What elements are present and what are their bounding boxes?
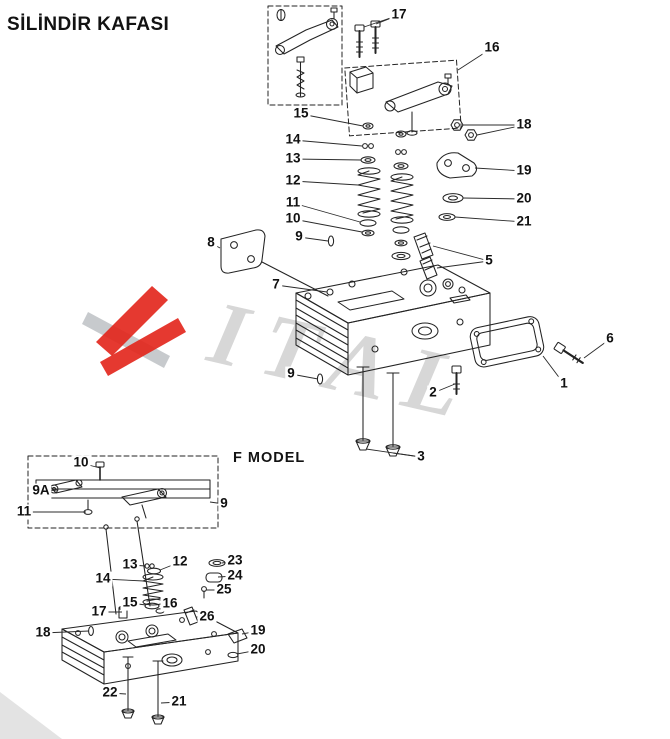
valves [355, 366, 401, 457]
part-callout-19: 19 [248, 622, 268, 639]
fmodel-side-parts [227, 628, 248, 659]
part-callout-24: 24 [225, 567, 245, 584]
leader-line [292, 218, 363, 233]
leader-line [454, 216, 525, 223]
part-callout-13: 13 [283, 150, 303, 167]
part-callout-8: 8 [205, 234, 217, 251]
part-callout-18: 18 [33, 624, 53, 641]
part-callout-14: 14 [283, 131, 303, 148]
side-cover [436, 152, 478, 179]
part-callout-14: 14 [93, 570, 113, 587]
part-callout-2: 2 [427, 384, 439, 401]
part-callout-9a: 9A [30, 482, 52, 499]
part-callout-10: 10 [71, 454, 91, 471]
gasket-bolt [553, 341, 584, 364]
part-callout-16: 16 [482, 39, 502, 56]
page-title: SİLİNDİR KAFASI [7, 14, 170, 35]
cylinder-head [295, 264, 491, 376]
fmodel-rocker-assembly [27, 455, 219, 529]
part-callout-23: 23 [225, 552, 245, 569]
part-callout-13: 13 [120, 556, 140, 573]
part-callout-9: 9 [218, 495, 230, 512]
part-callout-12: 12 [170, 553, 190, 570]
part-callout-9: 9 [285, 365, 297, 382]
leader-line [436, 260, 490, 269]
part-callout-20: 20 [514, 190, 534, 207]
part-callout-25: 25 [214, 581, 234, 598]
part-callout-15: 15 [120, 594, 140, 611]
part-callout-20: 20 [248, 641, 268, 658]
leader-line [292, 158, 362, 161]
part-callout-7: 7 [270, 276, 282, 293]
part-callout-6: 6 [604, 330, 616, 347]
leader-line [275, 284, 328, 293]
part-callout-26: 26 [197, 608, 217, 625]
part-callout-5: 5 [483, 252, 495, 269]
watermark-logo [96, 286, 168, 356]
valve-stem-stud-upper [327, 235, 335, 247]
part-callout-10: 10 [283, 210, 303, 227]
leader-line [292, 202, 361, 223]
watermark-corner [0, 692, 62, 739]
leader-line [432, 245, 490, 262]
part-callout-16: 16 [160, 595, 180, 612]
leader-line [300, 113, 364, 127]
valve-guides [413, 232, 438, 280]
part-callout-9: 9 [293, 228, 305, 245]
part-callout-11: 11 [14, 503, 34, 520]
rocker-nuts [450, 119, 478, 141]
fmodel-valves [121, 656, 165, 725]
watermark-logo-2 [100, 318, 186, 376]
fmodel-pushrods [103, 516, 151, 615]
part-callout-21: 21 [514, 213, 534, 230]
part-callout-18: 18 [514, 116, 534, 133]
leader-line [462, 197, 525, 200]
leader-line [292, 139, 363, 147]
part-callout-12: 12 [283, 172, 303, 189]
leader-line [292, 180, 359, 186]
valve-train-right [390, 130, 414, 261]
rocker-assembly-exhaust [267, 5, 343, 106]
part-callout-19: 19 [514, 162, 534, 179]
part-callout-17: 17 [89, 603, 109, 620]
fmodel-section-label: F MODEL [233, 450, 306, 466]
valve-train-left [357, 122, 381, 237]
part-callout-22: 22 [100, 684, 120, 701]
part-callout-1: 1 [558, 375, 570, 392]
part-callout-21: 21 [169, 693, 189, 710]
rocker-bolts [354, 20, 381, 58]
part-callout-17: 17 [389, 6, 409, 23]
fmodel-cylinder-head [61, 610, 239, 685]
part-callout-3: 3 [415, 448, 427, 465]
gasket [469, 316, 545, 368]
part-callout-11: 11 [283, 194, 303, 211]
part-callout-15: 15 [291, 105, 311, 122]
